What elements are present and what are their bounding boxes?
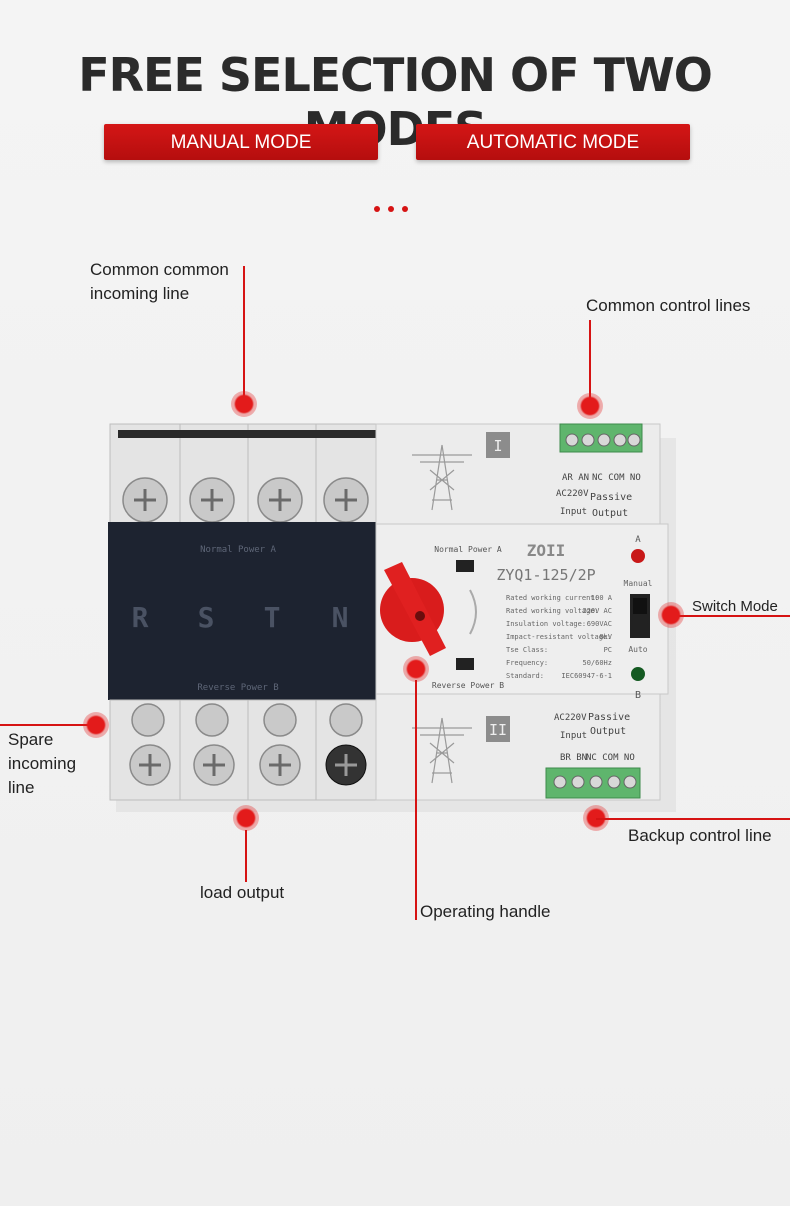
bottom-output-label: Output — [590, 726, 626, 737]
phase-cover — [108, 522, 378, 700]
manual-label: Manual — [624, 579, 653, 588]
handle-marker — [403, 656, 429, 682]
incoming-line-label-2: incoming line — [90, 284, 190, 303]
control-lines-connector — [589, 320, 591, 400]
indicator-b-light — [631, 667, 645, 681]
auto-label: Auto — [628, 645, 647, 654]
bottom-terminal-labels-a: BR BN — [560, 753, 587, 763]
switch-mode-label: Switch Mode — [692, 598, 778, 615]
control-lines-marker — [577, 393, 603, 419]
phase-r: R — [132, 601, 149, 634]
switch-mode-marker — [658, 602, 684, 628]
panel-reverse-label: Reverse Power B — [432, 681, 504, 690]
spec-key-6: Standard: — [506, 672, 544, 680]
switch-mode-connector — [672, 615, 790, 617]
brand-logo: ZOII — [527, 541, 566, 560]
top-terminal-labels-b: NC COM NO — [592, 473, 641, 483]
phase-n: N — [332, 601, 349, 634]
spec-val-4: PC — [604, 646, 612, 654]
cover-bottom-label: Reverse Power B — [197, 683, 278, 693]
load-output-marker — [233, 805, 259, 831]
spec-val-1: 220V AC — [582, 607, 612, 615]
bottom-ac-label: AC220V — [554, 713, 587, 723]
spec-key-0: Rated working current: — [506, 594, 599, 602]
model-number: ZYQ1-125/2P — [496, 566, 595, 584]
roman-one: I — [493, 437, 502, 455]
top-ac-label: AC220V — [556, 489, 589, 499]
spare-line-marker — [83, 712, 109, 738]
spec-key-5: Frequency: — [506, 659, 548, 667]
pylon-icon-top — [412, 444, 472, 511]
indicator-b-label: B — [635, 690, 641, 701]
handle-label: Operating handle — [420, 902, 551, 921]
top-terminals — [109, 423, 379, 525]
cover-top-label: Normal Power A — [200, 545, 276, 555]
control-lines-label: Common control lines — [586, 296, 751, 315]
load-output-connector — [245, 830, 247, 882]
phase-s: S — [198, 601, 215, 634]
spec-key-2: Insulation voltage: — [506, 620, 586, 628]
phase-t: T — [264, 601, 281, 634]
panel-normal-label: Normal Power A — [434, 545, 502, 554]
automatic-mode-button[interactable]: AUTOMATIC MODE — [416, 124, 690, 160]
spec-key-4: Tse Class: — [506, 646, 548, 654]
spec-key-1: Rated working voltage: — [506, 607, 599, 615]
roman-two: II — [489, 721, 507, 739]
handle-connector — [415, 680, 417, 920]
top-output-label: Output — [592, 508, 628, 519]
top-passive-label: Passive — [590, 492, 632, 503]
incoming-line-marker — [231, 391, 257, 417]
spare-label-3: line — [8, 778, 35, 797]
spec-val-3: 8kV — [599, 633, 612, 641]
pylon-icon-bottom — [412, 717, 472, 784]
spec-key-3: Impact-resistant voltage: — [506, 633, 611, 641]
spare-label-1: Spare — [8, 730, 54, 749]
indicator-a-light — [631, 549, 645, 563]
bottom-passive-label: Passive — [588, 712, 630, 723]
bottom-input-label: Input — [560, 731, 587, 741]
control-terminal-top — [559, 423, 643, 453]
operating-handle[interactable] — [380, 562, 477, 656]
spec-val-5: 50/60Hz — [582, 659, 612, 667]
indicator-a-label: A — [635, 535, 641, 545]
spare-line-connector — [0, 724, 96, 726]
backup-control-label: Backup control line — [628, 826, 772, 845]
top-input-label: Input — [560, 507, 587, 517]
backup-control-connector — [596, 818, 790, 820]
spec-val-0: 100 A — [591, 594, 613, 602]
spec-val-6: IEC60947-6-1 — [561, 672, 612, 680]
ellipsis-dots — [374, 199, 416, 217]
spec-val-2: 690VAC — [587, 620, 612, 628]
bottom-terminal-labels-b: NC COM NO — [586, 753, 635, 763]
incoming-line-connector — [243, 266, 245, 398]
spec-list: Rated working current:100 A Rated workin… — [506, 594, 613, 680]
load-output-label: load output — [200, 883, 285, 902]
control-terminal-bottom — [545, 767, 641, 799]
incoming-line-label-1: Common common — [90, 260, 229, 279]
spare-label-2: incoming — [8, 754, 77, 773]
manual-mode-button[interactable]: MANUAL MODE — [104, 124, 378, 160]
top-terminal-labels-a: AR AN — [562, 473, 589, 483]
bottom-terminals — [109, 699, 379, 801]
